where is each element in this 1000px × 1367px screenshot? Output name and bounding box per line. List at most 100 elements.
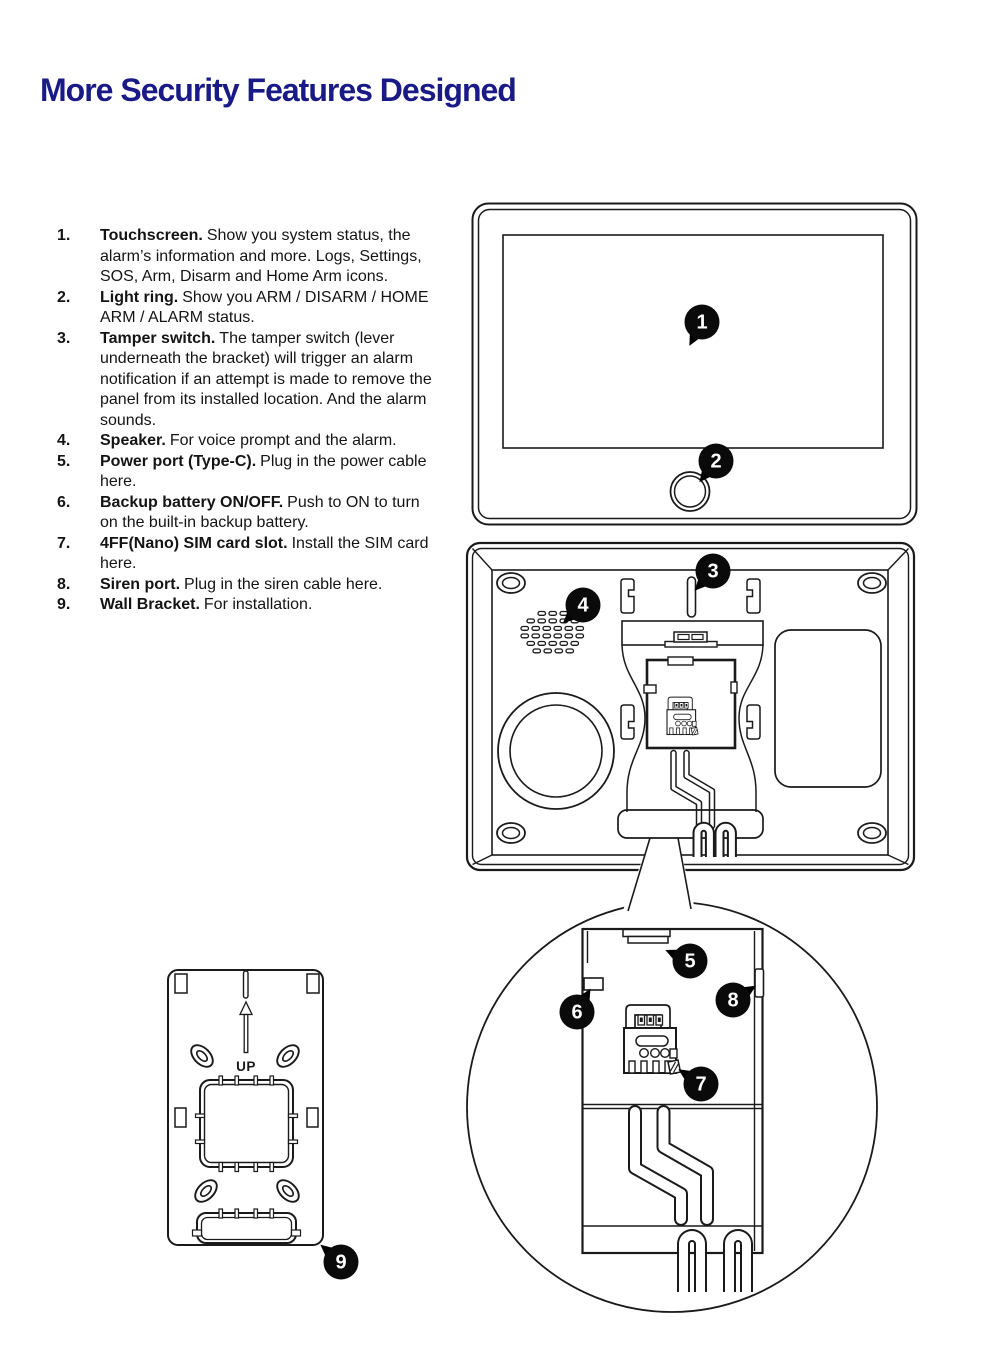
feature-item-5: 5.Power port (Type-C).Plug in the power … xyxy=(57,452,427,491)
feature-name: Backup battery ON/OFF. xyxy=(100,493,284,511)
latch-tab-inner xyxy=(627,935,669,944)
magnifier-detail xyxy=(466,837,878,1313)
tamper-switch-slot xyxy=(686,576,697,618)
feature-name: Light ring. xyxy=(100,288,179,306)
siren-port xyxy=(754,968,765,998)
feature-item-6: 6.Backup battery ON/OFF.Push to ON to tu… xyxy=(57,493,420,532)
marker-speaker: 4 xyxy=(556,587,601,630)
feature-name: Siren port. xyxy=(100,575,181,593)
svg-text:3: 3 xyxy=(707,561,718,583)
feature-desc: Plug in the siren cable here. xyxy=(184,575,383,593)
magnified-recess xyxy=(581,927,765,1294)
feature-desc: Show you system status, the alarm’s info… xyxy=(100,227,422,285)
feature-desc: Show you ARM / DISARM / HOME ARM / ALARM… xyxy=(100,288,429,327)
touchscreen xyxy=(502,234,884,449)
cable-channel-large xyxy=(628,1105,714,1226)
cable-channel-small xyxy=(670,749,716,830)
up-arrow xyxy=(238,1000,254,1054)
back-panel-outline xyxy=(465,541,916,872)
bracket-side-slot xyxy=(306,1107,319,1128)
light-ring xyxy=(669,471,711,512)
siren-speaker-circle xyxy=(497,692,615,810)
callout-funnel-fill xyxy=(620,840,697,918)
feature-list: 1.Touchscreen.Show you system status, th… xyxy=(57,226,433,616)
marker-backup-battery: 6 xyxy=(559,984,599,1030)
svg-text:5: 5 xyxy=(684,951,695,973)
screw-hole xyxy=(496,822,526,844)
marker-touchscreen: 1 xyxy=(681,304,720,351)
feature-desc: Install the SIM card here. xyxy=(100,534,429,573)
svg-text:7: 7 xyxy=(695,1074,706,1096)
bevel-lines xyxy=(471,548,910,866)
bracket-hook-slot xyxy=(746,578,761,614)
back-panel-inner-line xyxy=(471,547,910,866)
front-view-diagram xyxy=(471,202,918,526)
keyhole-slot xyxy=(272,1040,304,1072)
svg-text:9: 9 xyxy=(335,1252,346,1274)
bracket-bottom-channel xyxy=(191,1208,302,1244)
bracket-hook-slot xyxy=(746,704,761,740)
marker-sim-slot: 7 xyxy=(673,1061,719,1102)
back-panel-face xyxy=(491,569,889,856)
feature-item-4: 4.Speaker.For voice prompt and the alarm… xyxy=(57,432,397,449)
feature-name: Touchscreen. xyxy=(100,227,203,244)
speaker-grille xyxy=(520,610,585,654)
svg-text:6: 6 xyxy=(571,1002,582,1024)
screw-hole xyxy=(857,822,887,844)
screw-hole xyxy=(857,572,887,594)
feature-desc: For installation. xyxy=(203,596,313,613)
feature-item-2: 2.Light ring.Show you ARM / DISARM / HOM… xyxy=(57,288,429,327)
latch-tab xyxy=(622,928,671,938)
cables-large xyxy=(677,1229,753,1294)
cable-exit-strip xyxy=(617,809,764,839)
marker-siren-port: 8 xyxy=(715,978,761,1018)
feature-desc: For voice prompt and the alarm. xyxy=(169,432,397,449)
feature-item-9: 9.Wall Bracket.For installation. xyxy=(57,596,313,613)
callout-markers: 1 2 3 4 5 6 7 xyxy=(314,304,761,1280)
marker-light-ring: 2 xyxy=(692,443,734,488)
battery-compartment xyxy=(774,629,882,788)
svg-text:8: 8 xyxy=(727,990,738,1012)
feature-item-7: 7.4FF(Nano) SIM card slot.Install the SI… xyxy=(57,534,429,573)
sim-card-holder-small xyxy=(666,696,699,736)
marker-tamper-switch: 3 xyxy=(688,553,731,597)
keyhole-slot xyxy=(186,1040,218,1072)
screw-hole xyxy=(496,572,526,594)
front-panel-outline xyxy=(471,202,918,526)
feature-desc: Push to ON to turn on the built-in backu… xyxy=(100,493,420,532)
feature-item-3: 3.Tamper switch.The tamper switch (lever… xyxy=(57,329,432,429)
center-recess xyxy=(617,620,764,859)
feature-name: Tamper switch. xyxy=(100,329,216,347)
bracket-side-slot xyxy=(174,1107,187,1128)
marker-power-port: 5 xyxy=(661,941,708,979)
magnifier-circle xyxy=(466,901,878,1313)
bracket-hook-slot xyxy=(620,578,635,614)
page-title: More Security Features Designed xyxy=(40,72,517,108)
top-slit xyxy=(242,970,249,999)
up-label: UP xyxy=(236,1059,256,1074)
backup-battery-switch xyxy=(583,977,604,991)
battery-switch xyxy=(673,631,708,643)
feature-desc: Plug in the power cable here. xyxy=(100,452,427,491)
callout-funnel-lines xyxy=(627,837,692,912)
feature-item-1: 1.Touchscreen.Show you system status, th… xyxy=(57,227,422,285)
svg-text:1: 1 xyxy=(696,312,707,334)
svg-text:4: 4 xyxy=(577,595,589,617)
feature-item-8: 8.Siren port.Plug in the siren cable her… xyxy=(57,575,383,593)
back-view-diagram xyxy=(465,541,916,872)
bracket-hook-slot xyxy=(620,704,635,740)
feature-name: Speaker. xyxy=(100,432,166,449)
marker-wall-bracket: 9 xyxy=(314,1237,359,1280)
feature-name: 4FF(Nano) SIM card slot. xyxy=(100,534,288,552)
bracket-outline xyxy=(167,969,324,1246)
bracket-hook xyxy=(306,973,320,994)
feature-desc: The tamper switch (lever underneath the … xyxy=(100,329,432,429)
svg-text:2: 2 xyxy=(710,451,721,473)
cables-small xyxy=(692,821,737,859)
feature-name: Power port (Type-C). xyxy=(100,452,257,470)
sim-card-holder-large xyxy=(623,1004,682,1075)
keyhole-slot xyxy=(272,1175,304,1207)
feature-name: Wall Bracket. xyxy=(100,596,200,613)
